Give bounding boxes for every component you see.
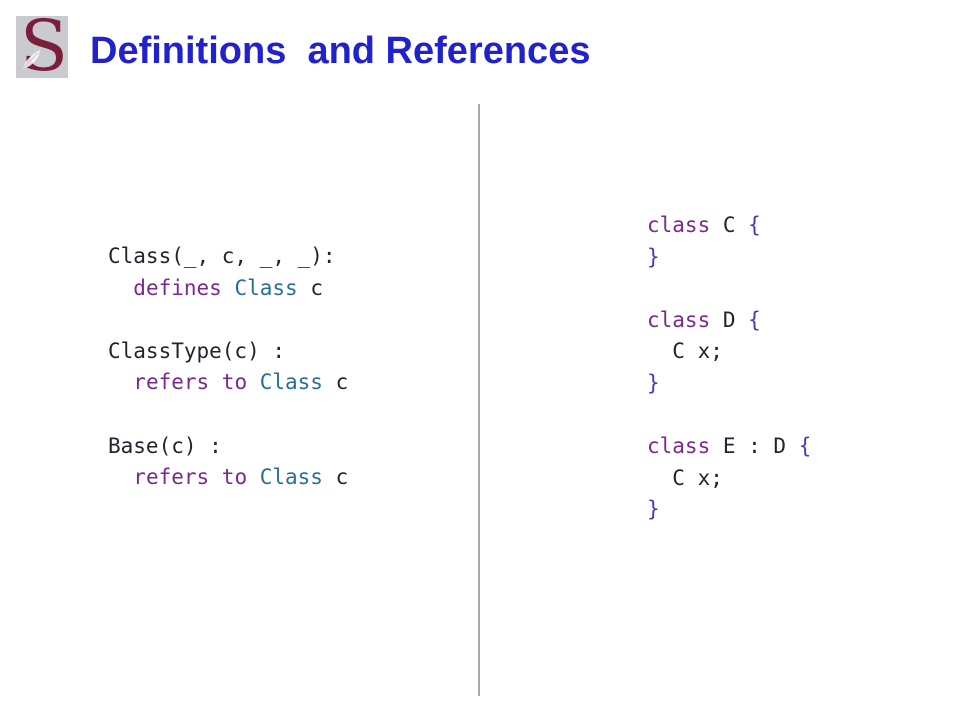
code-line: C x; <box>647 463 811 495</box>
code-line <box>647 400 811 432</box>
code-token-keyword: refers to <box>133 370 260 395</box>
code-line: C x; <box>647 336 811 368</box>
right-code-block: class C {} class D { C x;} class E : D { C… <box>647 210 811 526</box>
code-token-plain: Base(c) : <box>108 433 222 458</box>
code-token-brace: } <box>647 244 660 269</box>
logo-letter: S <box>20 16 68 78</box>
code-line: } <box>647 242 811 274</box>
code-line: defines Class c <box>108 273 348 305</box>
column-divider <box>478 104 480 696</box>
code-line: } <box>647 494 811 526</box>
code-token-brace: { <box>748 213 761 237</box>
code-token-plain: ClassType(c) : <box>108 338 286 363</box>
code-token-keyword: class <box>647 213 723 237</box>
code-token-plain: C <box>722 213 749 237</box>
code-token-plain: c <box>310 275 323 300</box>
code-line: class C { <box>647 210 811 242</box>
code-token-indent <box>108 370 133 394</box>
university-logo: S <box>16 16 68 78</box>
code-line: refers to Class c <box>108 462 348 494</box>
code-token-brace: } <box>647 497 660 522</box>
code-line <box>108 399 348 431</box>
code-token-plain: C x; <box>672 465 723 490</box>
code-line <box>108 304 348 336</box>
code-line: class D { <box>647 305 811 337</box>
code-token-brace: { <box>748 307 761 332</box>
code-token-brace: { <box>798 434 812 459</box>
code-token-keyword: refers to <box>133 465 260 490</box>
code-line: Base(c) : <box>108 431 348 463</box>
code-line <box>647 273 811 305</box>
code-token-indent <box>108 276 133 300</box>
code-token-keyword: class <box>647 434 723 459</box>
code-token-keyword: class <box>647 307 723 332</box>
page-title: Definitions and References <box>90 30 591 72</box>
code-token-plain: Class(_, c, _, _): <box>108 244 336 268</box>
code-token-ref: Class <box>259 465 336 490</box>
code-token-plain: c <box>335 465 349 490</box>
code-token-keyword: defines <box>133 275 235 300</box>
code-token-plain: E : D <box>722 434 799 459</box>
code-line: Class(_, c, _, _): <box>108 241 348 273</box>
code-token-indent <box>108 465 133 489</box>
code-line: refers to Class c <box>108 367 348 399</box>
code-token-plain: c <box>335 370 349 395</box>
code-token-brace: } <box>647 370 660 395</box>
code-token-indent <box>647 339 672 363</box>
code-line: } <box>647 368 811 400</box>
code-token-ref: Class <box>234 275 311 300</box>
code-line: ClassType(c) : <box>108 336 348 368</box>
code-token-plain: C x; <box>672 339 723 364</box>
code-token-plain: D <box>722 307 749 332</box>
oak-leaf-icon <box>23 50 40 68</box>
code-line: class E : D { <box>647 431 811 463</box>
code-token-indent <box>647 466 672 490</box>
code-token-ref: Class <box>259 370 336 395</box>
